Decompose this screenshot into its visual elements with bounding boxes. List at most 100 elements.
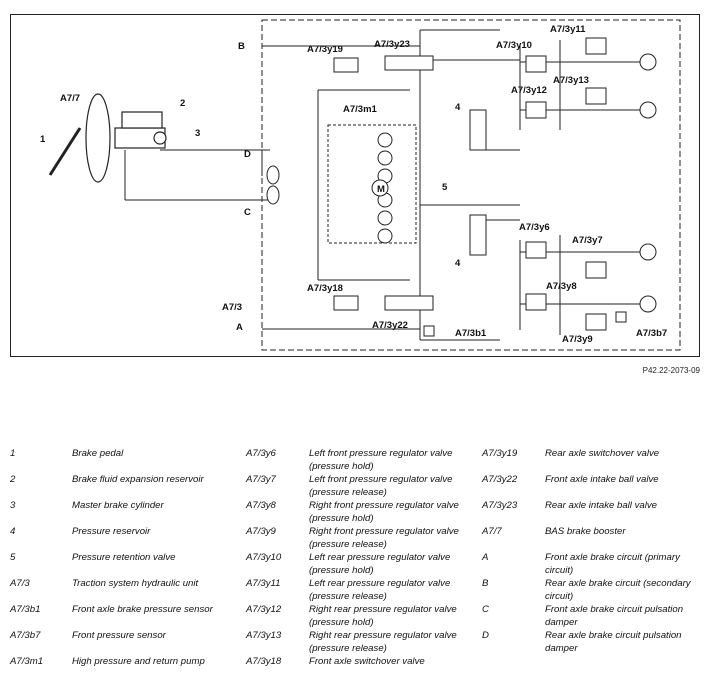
label-y18: A7/3y18	[307, 283, 343, 294]
legend-code: A7/3y9	[246, 526, 276, 537]
legend-desc: Front axle brake circuit pulsation dampe…	[545, 604, 684, 628]
label-y19: A7/3y19	[307, 44, 343, 55]
wheel-rear-right-shape	[639, 101, 657, 119]
label-3: 3	[195, 128, 200, 139]
label-2: 2	[180, 98, 185, 109]
legend-code: A7/3m1	[10, 656, 44, 667]
label-y10: A7/3y10	[496, 40, 532, 51]
damper-d-shape	[266, 165, 280, 185]
label-a: A	[236, 322, 243, 333]
legend-code: A7/3y11	[246, 578, 281, 589]
legend-desc: Rear axle switchover valve	[545, 448, 660, 459]
legend-code: 3	[10, 500, 16, 511]
label-y23: A7/3y23	[374, 39, 410, 50]
legend-desc: Left front pressure regulator valve (pre…	[309, 448, 453, 472]
label-a7-7: A7/7	[60, 93, 80, 104]
reservoir-4a-shape	[469, 109, 487, 151]
pump-motor-shape	[371, 179, 389, 197]
sensor-b1-shape	[423, 325, 435, 337]
valve-y23-shape	[384, 55, 434, 71]
legend-desc: Rear axle brake circuit pulsation damper	[545, 630, 682, 654]
hydraulic-unit-boundary	[261, 19, 681, 351]
legend-desc: Pressure retention valve	[72, 552, 176, 563]
label-y6: A7/3y6	[519, 222, 550, 233]
legend-desc: Traction system hydraulic unit	[72, 578, 199, 589]
valve-y9-shape	[585, 313, 607, 331]
expansion-reservoir-shape	[121, 111, 163, 129]
legend-code: A7/3y8	[246, 500, 276, 511]
label-a7-3: A7/3	[222, 302, 242, 313]
hydraulic-schematic: 1 2 3 A7/7 B D C A7/3 A A7/3y19 A7/3y23 …	[40, 19, 681, 351]
diagram-frame	[10, 14, 700, 357]
legend-desc: BAS brake booster	[545, 526, 626, 537]
valve-y22-shape	[384, 295, 434, 311]
legend-code: A	[482, 552, 489, 563]
legend-code: A7/3b1	[10, 604, 41, 615]
legend-code: A7/3y12	[246, 604, 282, 615]
valve-y19-shape	[333, 57, 359, 73]
label-5: 5	[442, 182, 448, 193]
legend-code: A7/3y10	[246, 552, 282, 563]
legend-code: B	[482, 578, 489, 589]
damper-c-shape	[266, 185, 280, 205]
legend-desc: Right front pressure regulator valve (pr…	[309, 526, 459, 550]
legend-desc: Front axle brake pressure sensor	[72, 604, 213, 615]
label-m1: A7/3m1	[343, 104, 378, 115]
legend-desc: Brake fluid expansion reservoir	[72, 474, 204, 485]
legend-code: A7/3y23	[482, 500, 518, 511]
legend-desc: Left rear pressure regulator valve (pres…	[309, 578, 451, 602]
legend-code: 4	[10, 526, 16, 537]
legend-code: A7/3y7	[246, 474, 276, 485]
legend-code: 2	[10, 474, 16, 485]
valve-y6-shape	[525, 241, 547, 259]
valve-y10-shape	[525, 55, 547, 73]
label-y13: A7/3y13	[553, 75, 589, 86]
label-d: D	[244, 149, 251, 160]
label-y22: A7/3y22	[372, 320, 408, 331]
legend-desc: Master brake cylinder	[72, 500, 164, 511]
legend-desc: Front pressure sensor	[72, 630, 166, 641]
label-b7: A7/3b7	[636, 328, 667, 339]
legend-code: A7/3y13	[246, 630, 282, 641]
valve-y11-shape	[585, 37, 607, 55]
reservoir-4b-shape	[469, 214, 487, 256]
label-y7: A7/3y7	[572, 235, 603, 246]
legend-code: A7/3y22	[482, 474, 518, 485]
label-y8: A7/3y8	[546, 281, 577, 292]
legend-desc: Left front pressure regulator valve (pre…	[309, 474, 453, 498]
label-b1: A7/3b1	[455, 328, 487, 339]
legend-desc: Left rear pressure regulator valve (pres…	[309, 552, 451, 576]
wheel-front-left-shape	[639, 243, 657, 261]
legend-code: 1	[10, 448, 16, 459]
valve-y18-shape	[333, 295, 359, 311]
label-b: B	[238, 41, 245, 52]
legend-code: A7/3y6	[246, 448, 276, 459]
legend-desc: High pressure and return pump	[72, 656, 205, 667]
valve-y8-shape	[525, 293, 547, 311]
legend-desc: Brake pedal	[72, 448, 124, 459]
legend-desc: Front axle brake circuit (primary circui…	[545, 552, 680, 576]
legend-code: A7/3b7	[10, 630, 41, 641]
legend-desc: Front axle switchover valve	[309, 656, 425, 667]
brake-booster-shape	[85, 93, 111, 183]
label-c: C	[244, 207, 251, 218]
legend-desc: Right rear pressure regulator valve (pre…	[309, 604, 457, 628]
label-4b: 4	[455, 258, 461, 269]
legend-code: C	[482, 604, 489, 615]
legend-desc: Front axle intake ball valve	[545, 474, 659, 485]
label-y12: A7/3y12	[511, 85, 547, 96]
valve-y13-shape	[585, 87, 607, 105]
label-y9: A7/3y9	[562, 334, 593, 345]
sensor-b7-shape	[615, 311, 627, 323]
label-y11: A7/3y11	[550, 24, 586, 35]
brake-pedal-shape	[48, 127, 82, 176]
valve-y7-shape	[585, 261, 607, 279]
valve-y12-shape	[525, 101, 547, 119]
wheel-front-right-shape	[639, 295, 657, 313]
legend-code: 5	[10, 552, 16, 563]
legend-desc: Pressure reservoir	[72, 526, 151, 537]
legend-desc: Right rear pressure regulator valve (pre…	[309, 630, 457, 654]
legend-desc: Right front pressure regulator valve (pr…	[309, 500, 459, 524]
figure-reference: P42.22-2073-09	[642, 366, 700, 375]
legend-code: D	[482, 630, 489, 641]
